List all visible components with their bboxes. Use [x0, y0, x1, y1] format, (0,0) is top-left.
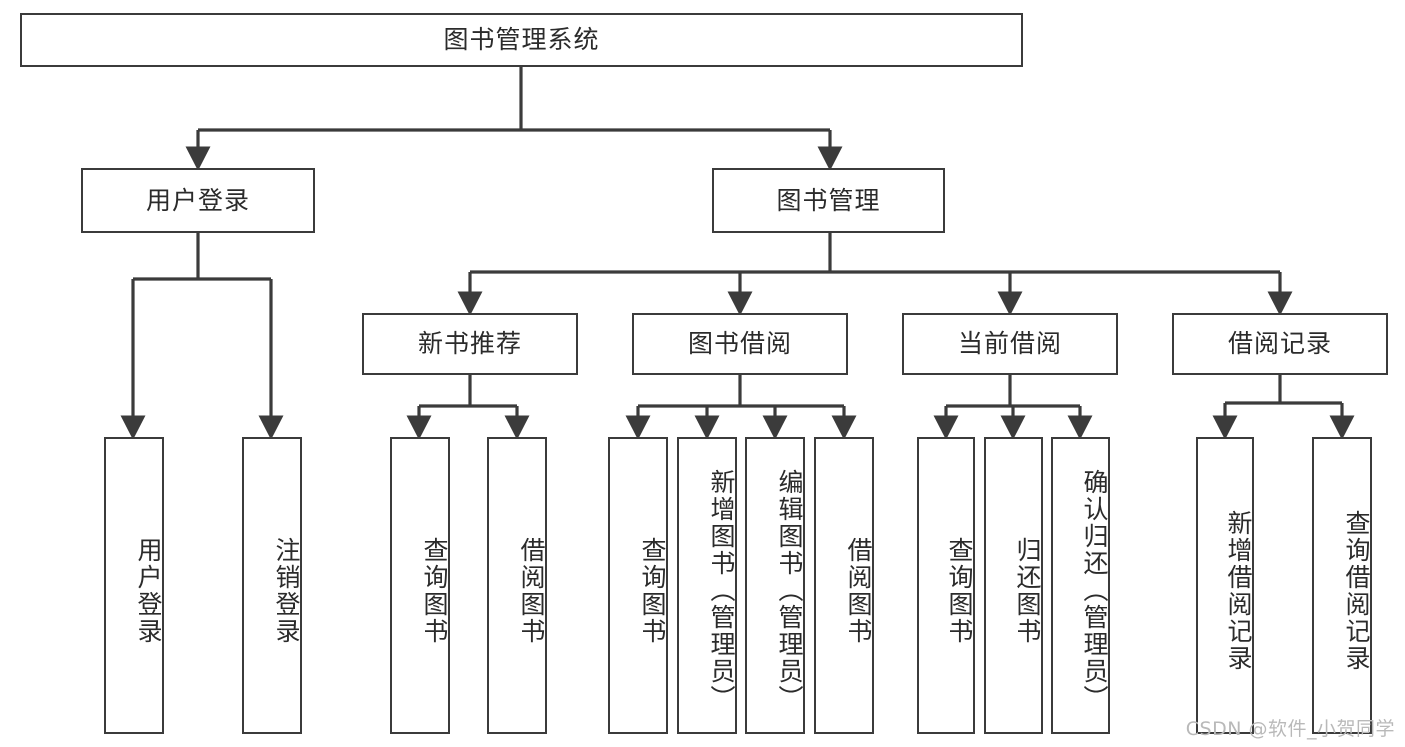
node-borrow-book-1[interactable]: 借阅图书	[487, 437, 547, 734]
node-confirm-return-admin-label: 确认归还（管理员）	[1080, 469, 1109, 712]
node-borrow-book-1-label: 借阅图书	[517, 536, 546, 645]
watermark: CSDN @软件_小贺同学	[1185, 718, 1395, 740]
node-return-book[interactable]: 归还图书	[984, 437, 1043, 734]
node-add-book-admin-label: 新增图书（管理员）	[707, 469, 736, 712]
node-query-book-2[interactable]: 查询图书	[608, 437, 668, 734]
node-confirm-return-admin[interactable]: 确认归还（管理员）	[1051, 437, 1110, 734]
node-book-management[interactable]: 图书管理	[712, 168, 945, 233]
node-borrow-book-2-label: 借阅图书	[844, 536, 873, 645]
node-user-login[interactable]: 用户登录	[81, 168, 315, 233]
node-edit-book-admin-label: 编辑图书（管理员）	[775, 469, 804, 712]
node-user-login-do[interactable]: 用户登录	[104, 437, 164, 734]
node-root-label: 图书管理系统	[443, 25, 600, 55]
node-add-borrow-record[interactable]: 新增借阅记录	[1196, 437, 1254, 734]
node-new-book-recommend[interactable]: 新书推荐	[362, 313, 578, 375]
node-query-book-3[interactable]: 查询图书	[917, 437, 975, 734]
node-book-borrow-label: 图书借阅	[687, 329, 792, 359]
node-query-borrow-record[interactable]: 查询借阅记录	[1312, 437, 1372, 734]
node-root[interactable]: 图书管理系统	[20, 13, 1023, 67]
node-current-borrow-label: 当前借阅	[957, 329, 1062, 359]
node-query-book-2-label: 查询图书	[638, 536, 667, 645]
node-return-book-label: 归还图书	[1013, 536, 1042, 645]
node-borrow-book-2[interactable]: 借阅图书	[814, 437, 874, 734]
node-query-borrow-record-label: 查询借阅记录	[1342, 509, 1371, 672]
node-book-borrow[interactable]: 图书借阅	[632, 313, 848, 375]
node-user-logout-label: 注销登录	[272, 536, 301, 645]
node-add-borrow-record-label: 新增借阅记录	[1224, 509, 1253, 672]
node-add-book-admin[interactable]: 新增图书（管理员）	[677, 437, 737, 734]
node-borrow-record-label: 借阅记录	[1227, 329, 1332, 359]
node-query-book-3-label: 查询图书	[945, 536, 974, 645]
node-borrow-record[interactable]: 借阅记录	[1172, 313, 1388, 375]
node-user-login-do-label: 用户登录	[134, 536, 163, 645]
node-user-login-label: 用户登录	[145, 185, 250, 215]
node-book-management-label: 图书管理	[776, 185, 881, 215]
node-query-book-1[interactable]: 查询图书	[390, 437, 450, 734]
node-user-logout[interactable]: 注销登录	[242, 437, 302, 734]
node-new-book-recommend-label: 新书推荐	[417, 329, 522, 359]
node-query-book-1-label: 查询图书	[420, 536, 449, 645]
node-edit-book-admin[interactable]: 编辑图书（管理员）	[745, 437, 805, 734]
node-current-borrow[interactable]: 当前借阅	[902, 313, 1118, 375]
